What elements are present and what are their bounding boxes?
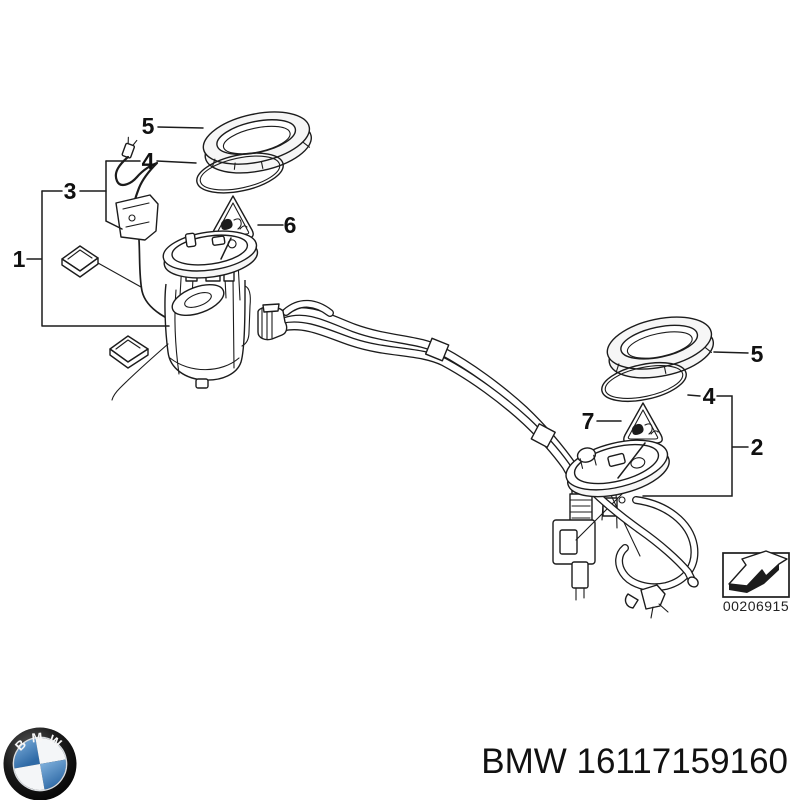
callout-7: 7 [582, 408, 595, 434]
stamp-number: 00206915 [723, 598, 789, 614]
callout-1: 1 [13, 246, 26, 272]
part-number-caption: BMW 16117159160 [481, 742, 788, 781]
sender-flange [565, 439, 670, 498]
callout-4-right: 4 [703, 383, 716, 409]
callout-5-right: 5 [751, 341, 764, 367]
fuel-pump-module [111, 230, 259, 401]
callout-4-left: 4 [142, 148, 155, 174]
bmw-roundel-logo: B M W [3, 727, 77, 800]
o-ring-seal-left [196, 152, 284, 194]
hose-sleeve-2 [530, 423, 556, 448]
callout-6: 6 [284, 212, 297, 238]
foam-pad-lower [109, 335, 149, 369]
locking-ring-right [606, 316, 715, 379]
callout-2: 2 [751, 434, 764, 460]
fuel-level-sensor [114, 136, 169, 320]
roundel-quadrant-blue-br [40, 759, 66, 790]
fuel-sender-unit [552, 439, 699, 619]
sender-bracket [552, 519, 596, 601]
callout-3: 3 [64, 178, 77, 204]
callout-5-left: 5 [142, 113, 155, 139]
locking-ring-left [202, 111, 313, 174]
leader-lines-right [596, 351, 749, 497]
hose-end-fittings [624, 584, 669, 619]
roundel-letter-m: M [31, 729, 43, 745]
hose-sleeve-1 [424, 337, 450, 362]
leader-lines-left [26, 126, 284, 327]
fuel-hose-assembly [257, 299, 583, 480]
o-ring-seal-right [601, 361, 687, 403]
warning-triangle-icon-right [623, 402, 663, 444]
hose-elbow-connector [257, 303, 288, 341]
foam-pad-upper [61, 245, 99, 278]
stamp-box: 00206915 [722, 550, 790, 614]
pad-to-sensor-line [97, 262, 142, 288]
direction-arrow-icon [728, 550, 788, 593]
roundel-quadrant-blue-tl [14, 738, 40, 769]
